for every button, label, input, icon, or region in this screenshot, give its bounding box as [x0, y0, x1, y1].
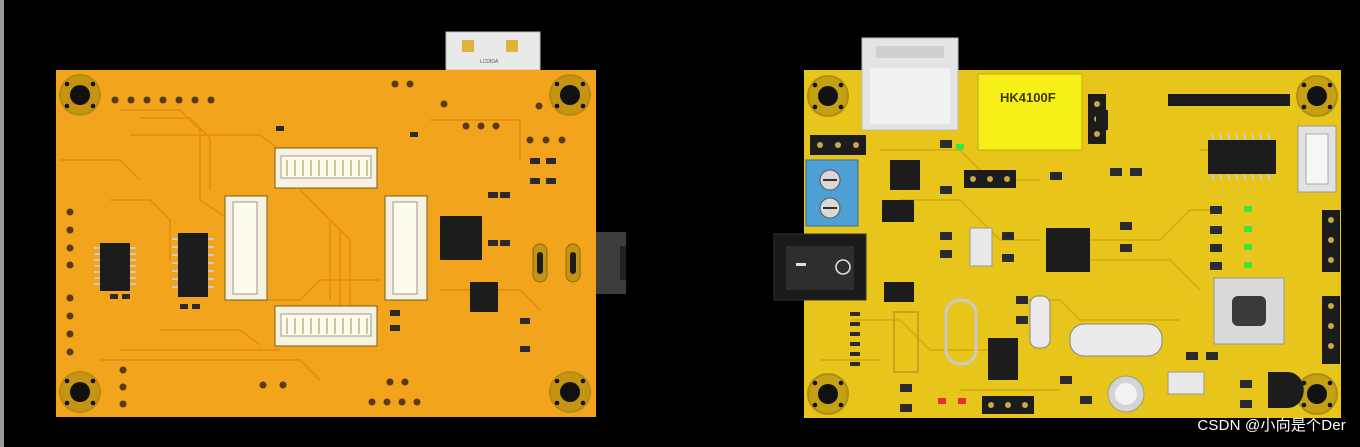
- right-pcb-board: [773, 37, 1341, 418]
- left-pcb-board: [56, 31, 626, 417]
- left-board-body: [56, 70, 596, 417]
- watermark-text: CSDN @小向是个Der: [1197, 417, 1346, 434]
- hk4100f-relay: [977, 73, 1083, 151]
- usb-connector-label: LCDIDA: [480, 59, 499, 65]
- window-edge: [0, 0, 4, 447]
- relay-label: HK4100F: [1000, 90, 1056, 105]
- left-chips: [100, 216, 498, 312]
